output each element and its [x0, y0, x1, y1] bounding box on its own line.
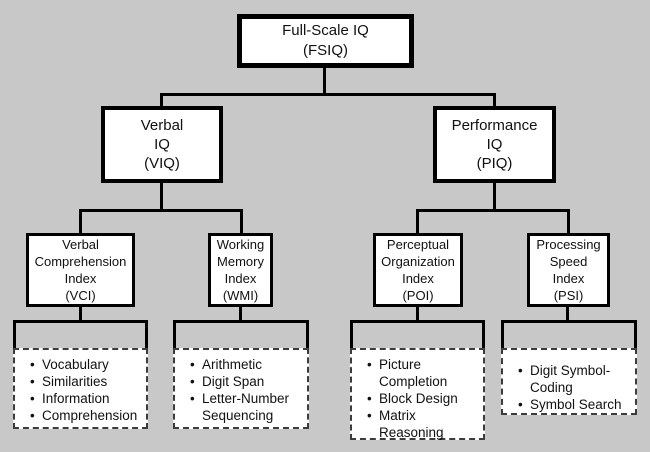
subtest-item: Similarities: [29, 373, 141, 390]
subtest-item: Comprehension: [29, 407, 141, 424]
node-full-scale-iq: Full-Scale IQ (FSIQ): [237, 14, 414, 68]
node-label-line: (FSIQ): [303, 42, 348, 59]
subtest-list-psi: Digit Symbol-Coding Symbol Search: [501, 348, 637, 415]
subtest-item: Picture Completion: [366, 356, 478, 390]
connector-vci-to-subtests: [13, 320, 148, 348]
subtest-item: Vocabulary: [29, 356, 141, 373]
node-label-line: (WMI): [222, 288, 259, 303]
node-label-line: Index: [552, 271, 585, 286]
subtest-list-wmi: Arithmetic Digit Span Letter-Number Sequ…: [173, 348, 309, 429]
node-label-line: Perceptual: [386, 237, 450, 252]
connector-viq-to-vci-wmi: [79, 209, 243, 233]
connector-wmi-to-subtests: [173, 320, 309, 348]
subtest-item: Information: [29, 390, 141, 407]
connector-fsiq-to-viq-piq: [160, 93, 496, 107]
connector-viq-stub: [160, 183, 163, 209]
subtest-list-poi: Picture Completion Block Design Matrix R…: [350, 348, 485, 440]
subtest-item: Letter-Number Sequencing: [189, 390, 302, 424]
node-verbal-comprehension-index: Verbal Comprehension Index (VCI): [26, 233, 135, 307]
node-label-line: (PIQ): [476, 155, 513, 172]
node-label-line: IQ: [486, 136, 503, 153]
subtest-item: Matrix Reasoning: [366, 407, 478, 441]
connector-vci-stub: [79, 307, 82, 320]
node-label-line: (POI): [402, 288, 434, 303]
node-label-line: Index: [402, 271, 434, 286]
node-verbal-iq: Verbal IQ (VIQ): [101, 106, 223, 183]
connector-piq-stub: [493, 183, 496, 209]
node-label-line: Verbal: [140, 117, 184, 134]
node-label-line: Performance: [451, 117, 538, 134]
subtest-item: Digit Symbol-Coding: [517, 362, 630, 396]
connector-poi-to-subtests: [350, 320, 485, 348]
connector-fsiq-stub: [323, 68, 326, 93]
node-working-memory-index: Working Memory Index (WMI): [208, 233, 273, 307]
node-label-line: Speed: [549, 254, 588, 269]
subtest-list-vci: Vocabulary Similarities Information Comp…: [13, 348, 148, 429]
node-label-line: Full-Scale IQ: [282, 22, 369, 39]
node-label-line: Processing: [536, 237, 601, 252]
subtest-item: Symbol Search: [517, 396, 630, 413]
node-label-line: (VCI): [65, 288, 96, 303]
node-perceptual-organization-index: Perceptual Organization Index (POI): [373, 233, 463, 307]
connector-psi-stub: [566, 307, 569, 320]
connector-wmi-stub: [239, 307, 242, 320]
connector-piq-to-poi-psi: [416, 209, 570, 233]
node-label-line: Memory: [217, 254, 264, 269]
connector-psi-to-subtests: [501, 320, 637, 348]
connector-poi-stub: [416, 307, 419, 320]
node-label-line: (VIQ): [144, 155, 180, 172]
node-label-line: Comprehension: [34, 254, 127, 269]
node-label-line: Index: [224, 271, 257, 286]
subtest-item: Digit Span: [189, 373, 302, 390]
node-label-line: IQ: [154, 136, 170, 153]
node-label-line: Organization: [381, 254, 455, 269]
node-performance-iq: Performance IQ (PIQ): [433, 106, 556, 183]
node-label-line: (PSI): [553, 288, 584, 303]
node-label-line: Index: [64, 271, 97, 286]
node-label-line: Verbal: [62, 237, 99, 252]
node-label-line: Working: [216, 237, 265, 252]
subtest-item: Block Design: [366, 390, 478, 407]
node-processing-speed-index: Processing Speed Index (PSI): [527, 233, 610, 307]
subtest-item: Arithmetic: [189, 356, 302, 373]
